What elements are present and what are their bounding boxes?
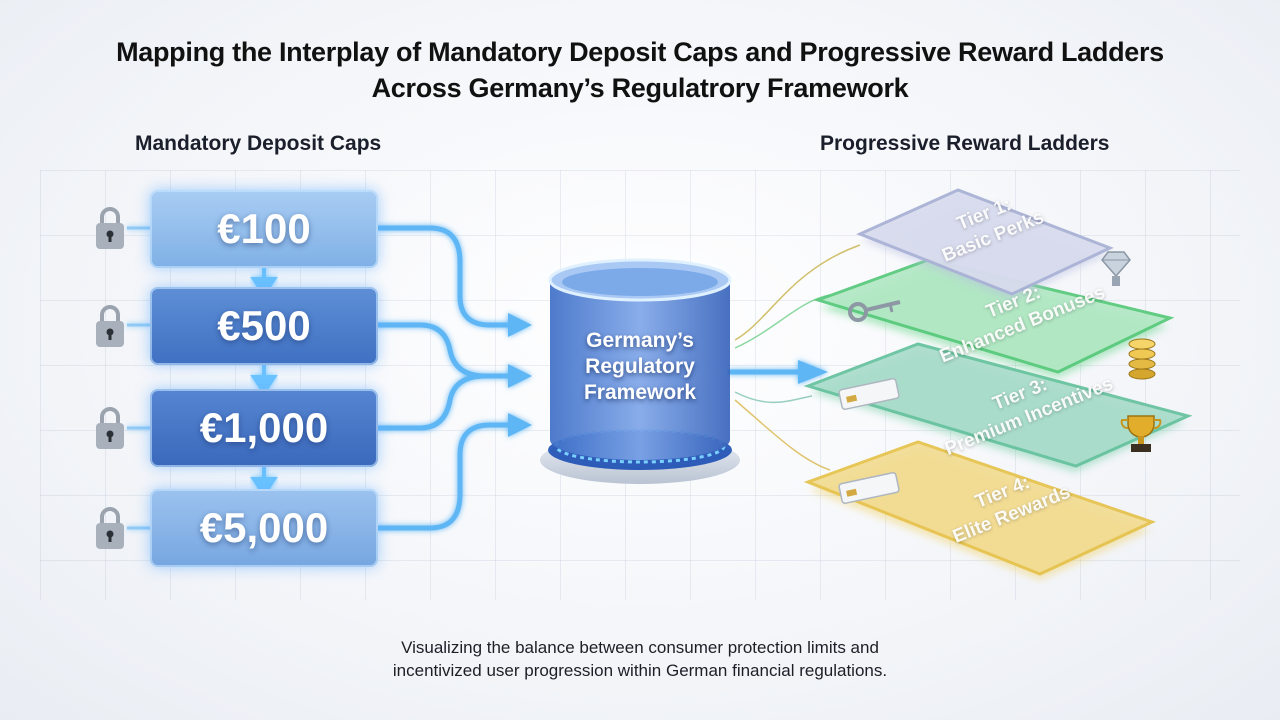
caption-line-1: Visualizing the balance between consumer…	[401, 638, 879, 657]
deposit-cap-100: €100	[150, 190, 378, 268]
diamond-icon	[1101, 251, 1131, 286]
deposit-cap-1000: €1,000	[150, 389, 378, 467]
page-title: Mapping the Interplay of Mandatory Depos…	[0, 34, 1280, 106]
down-arrow-1-head	[250, 277, 278, 298]
caption: Visualizing the balance between consumer…	[0, 636, 1280, 682]
framework-line-2: Regulatory	[585, 355, 695, 378]
regulatory-framework-cylinder	[540, 258, 740, 484]
card-icon	[838, 471, 900, 505]
down-arrow-2-head	[250, 375, 278, 396]
arrow-head-100	[508, 313, 532, 337]
deposit-caps-heading: Mandatory Deposit Caps	[135, 132, 382, 155]
tier-3-plate	[803, 342, 1193, 468]
fiber-tier1	[734, 244, 861, 341]
connector-500	[375, 322, 513, 379]
arrow-head-5000	[508, 413, 532, 437]
trophy-icon	[1120, 415, 1162, 452]
connector-5000	[375, 422, 513, 531]
fiber-tier3	[734, 391, 813, 404]
down-arrow-3-head	[250, 477, 278, 498]
arrow-head-500	[508, 364, 532, 388]
deposit-cap-5000: €5,000	[150, 489, 378, 567]
arrow-head-framework	[798, 360, 828, 384]
title-line-1: Mapping the Interplay of Mandatory Depos…	[116, 37, 1164, 67]
tier-stack	[803, 188, 1193, 580]
deposit-cap-500: €500	[150, 287, 378, 365]
title-line-2: Across Germany’s Regulatrory Framework	[371, 73, 909, 103]
reward-ladders-heading: Progressive Reward Ladders	[820, 132, 1110, 155]
card-icon	[838, 377, 900, 411]
connector-100	[375, 225, 513, 328]
lock-icon	[96, 207, 124, 249]
lock-icon	[96, 507, 124, 549]
fiber-tier4	[734, 399, 831, 471]
lock-icon	[96, 305, 124, 347]
tier-2-plate	[813, 258, 1175, 374]
caption-line-2: incentivized user progression within Ger…	[392, 661, 888, 680]
connector-1000	[375, 373, 488, 431]
coins-icon	[1128, 338, 1156, 380]
framework-line-1: Germany’s	[586, 329, 694, 352]
key-icon	[848, 300, 901, 322]
lock-icon	[96, 407, 124, 449]
tier-1-plate	[856, 188, 1114, 296]
framework-label: Germany’s Regulatory Framework	[545, 328, 735, 406]
framework-line-3: Framework	[583, 381, 697, 404]
